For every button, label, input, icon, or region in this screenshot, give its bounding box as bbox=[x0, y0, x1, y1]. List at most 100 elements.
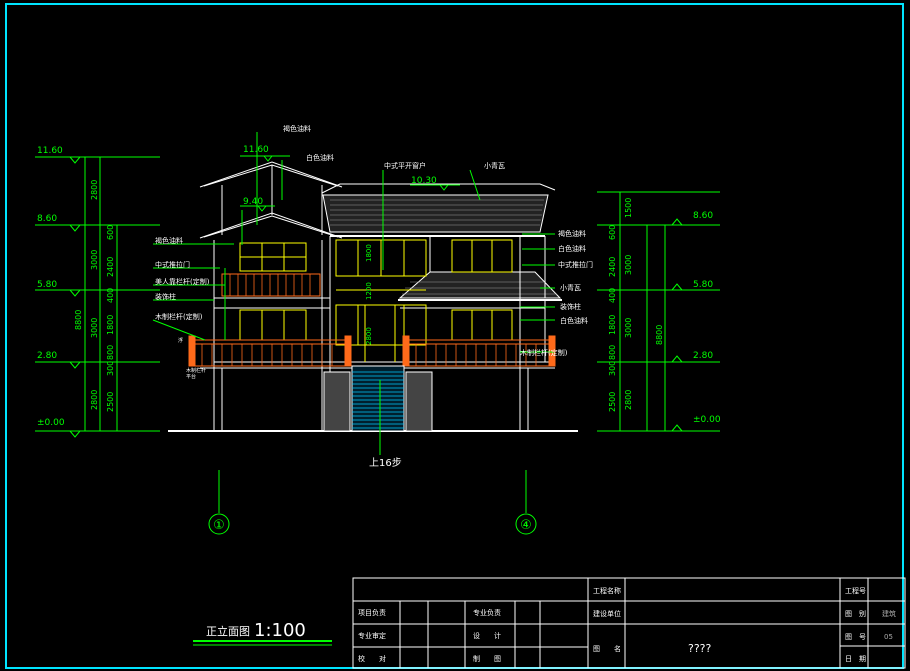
right-elevation-texts: 8.60 5.80 2.80 ±0.00 bbox=[693, 211, 721, 425]
lower-railing-balusters bbox=[201, 344, 537, 366]
right-stone-base bbox=[405, 371, 433, 432]
title-block-texts: 项目负责 专业审定 设 计 专业负责 校 对 制 图 工程名称 建设单位 图 名… bbox=[358, 586, 896, 663]
dim-left-outer-1: 2800 bbox=[90, 180, 99, 200]
left-elevation-texts: 11.60 8.60 5.80 2.80 ±0.00 bbox=[37, 146, 65, 428]
left-elevation-markers bbox=[35, 156, 160, 438]
dim-right-outer-4: 2800 bbox=[624, 390, 633, 410]
dim-right-inner-4: 1800 bbox=[608, 315, 617, 335]
tb-drawing-title-value: ???? bbox=[688, 642, 712, 655]
drawing-frame bbox=[5, 3, 904, 669]
dim-left-inner-1: 600 bbox=[106, 225, 115, 240]
tb-client: 建设单位 bbox=[593, 609, 621, 618]
elev-right-8-60: 8.60 bbox=[693, 211, 713, 221]
dim-right-inner-3: 400 bbox=[608, 288, 617, 303]
label-small-2: 木制栏杆 bbox=[186, 367, 206, 374]
label-left-3: 美人靠栏杆(定制) bbox=[155, 277, 210, 286]
tb-drawing-no-value: 05 bbox=[884, 633, 893, 641]
right-dimension-texts: 1500 3000 3000 2800 600 2400 400 1800 80… bbox=[608, 198, 664, 412]
elev-left-8-60: 8.60 bbox=[37, 214, 57, 224]
label-right-1: 褐色油料 bbox=[558, 229, 586, 238]
elev-left-5-80: 5.80 bbox=[37, 280, 57, 290]
tb-discipline-lead: 专业负责 bbox=[473, 608, 501, 617]
dim-left-inner-4: 1800 bbox=[106, 315, 115, 335]
elev-right-2-80: 2.80 bbox=[693, 351, 713, 361]
elev-left-2-80: 2.80 bbox=[37, 351, 57, 361]
axis-markers: ① ④ bbox=[208, 470, 537, 535]
dim-center-2: 1200 bbox=[365, 282, 373, 300]
label-top-3: 中式平开窗户 bbox=[384, 161, 426, 170]
title-block bbox=[352, 577, 906, 669]
left-stone-base bbox=[323, 371, 351, 432]
drawing-title-name: 正立面图 bbox=[206, 624, 250, 638]
elev-roof-10-30: 10.30 bbox=[411, 176, 437, 186]
dim-right-inner-2: 2400 bbox=[608, 257, 617, 277]
elev-left-11-60: 11.60 bbox=[37, 146, 63, 156]
elev-right-0-00: ±0.00 bbox=[693, 415, 721, 425]
tb-project-lead: 项目负责 bbox=[358, 608, 386, 617]
dim-left-inner-2: 2400 bbox=[106, 257, 115, 277]
label-right-6: 白色油料 bbox=[560, 316, 588, 325]
tb-designer: 设 计 bbox=[473, 631, 501, 640]
dim-right-total: 8800 bbox=[655, 325, 664, 345]
dim-right-outer-1: 1500 bbox=[624, 198, 633, 218]
stilts bbox=[213, 368, 529, 431]
dim-right-inner-1: 600 bbox=[608, 225, 617, 240]
annotation-labels: 褐色油料 白色油料 中式平开窗户 小青瓦 褐色油料 中式推拉门 美人靠栏杆(定制… bbox=[155, 124, 593, 380]
elev-right-5-80: 5.80 bbox=[693, 280, 713, 290]
elev-roof-9-40: 9.40 bbox=[243, 197, 263, 207]
label-top-4: 小青瓦 bbox=[484, 161, 505, 170]
dim-right-outer-3: 3000 bbox=[624, 318, 633, 338]
dim-right-inner-7: 2500 bbox=[608, 392, 617, 412]
dim-left-outer-4: 2800 bbox=[90, 390, 99, 410]
label-right-5: 装饰柱 bbox=[560, 302, 581, 311]
axis-4-label: ④ bbox=[520, 518, 532, 533]
dim-left-outer-2: 3000 bbox=[90, 250, 99, 270]
drawing-title: 正立面图 1:100 bbox=[193, 620, 332, 646]
label-stairs: 上16步 bbox=[369, 457, 402, 469]
dim-left-inner-5: 800 bbox=[106, 345, 115, 360]
center-dimension-texts: 1800 1200 2800 bbox=[365, 244, 373, 345]
label-small-3: 平台 bbox=[186, 373, 196, 380]
label-right-7: 木制栏杆(定制) bbox=[520, 348, 568, 357]
windows bbox=[239, 239, 513, 362]
elev-roof-11-60: 11.60 bbox=[243, 145, 269, 155]
dim-center-1: 1800 bbox=[365, 244, 373, 262]
dim-left-inner-3: 400 bbox=[106, 288, 115, 303]
label-top-1: 褐色油料 bbox=[283, 124, 311, 133]
label-left-5: 木制栏杆(定制) bbox=[155, 312, 203, 321]
label-left-4: 装饰柱 bbox=[155, 292, 176, 301]
elev-left-0-00: ±0.00 bbox=[37, 418, 65, 428]
axis-1-label: ① bbox=[213, 518, 225, 533]
label-right-4: 小青瓦 bbox=[560, 283, 581, 292]
tb-project-name: 工程名称 bbox=[593, 586, 621, 595]
tb-project-no: 工程号 bbox=[845, 586, 866, 595]
label-right-2: 白色油料 bbox=[558, 244, 586, 253]
tb-discipline-approval: 专业审定 bbox=[358, 631, 386, 640]
dim-left-outer-3: 3000 bbox=[90, 318, 99, 338]
dim-left-total: 8800 bbox=[74, 310, 83, 330]
dim-right-inner-6: 300 bbox=[608, 361, 617, 376]
label-left-1: 褐色油料 bbox=[155, 236, 183, 245]
main-roof bbox=[321, 183, 556, 237]
dim-left-inner-6: 300 bbox=[106, 361, 115, 376]
label-left-2: 中式推拉门 bbox=[155, 260, 190, 269]
right-elevation-markers bbox=[597, 191, 720, 432]
tb-date: 日 期 bbox=[845, 655, 866, 663]
building-elevation bbox=[168, 161, 578, 432]
tb-drawing-no: 图 号 bbox=[845, 633, 866, 641]
tb-drafter: 制 图 bbox=[473, 654, 501, 663]
tb-category: 图 别 bbox=[845, 609, 866, 618]
dim-right-outer-2: 3000 bbox=[624, 255, 633, 275]
drawing-title-scale: 1:100 bbox=[254, 620, 306, 641]
dim-left-inner-7: 2500 bbox=[106, 392, 115, 412]
label-right-3: 中式推拉门 bbox=[558, 260, 593, 269]
tb-checker: 校 对 bbox=[358, 654, 386, 663]
label-top-2: 白色油料 bbox=[306, 153, 334, 162]
front-stairs bbox=[351, 365, 405, 432]
label-small-1: 浮 bbox=[178, 337, 183, 344]
tb-drawing-name: 图 名 bbox=[593, 644, 621, 653]
dim-right-inner-5: 800 bbox=[608, 345, 617, 360]
roof-elevation-markers: 11.60 10.30 9.40 bbox=[240, 145, 460, 212]
dim-center-3: 2800 bbox=[365, 327, 373, 345]
